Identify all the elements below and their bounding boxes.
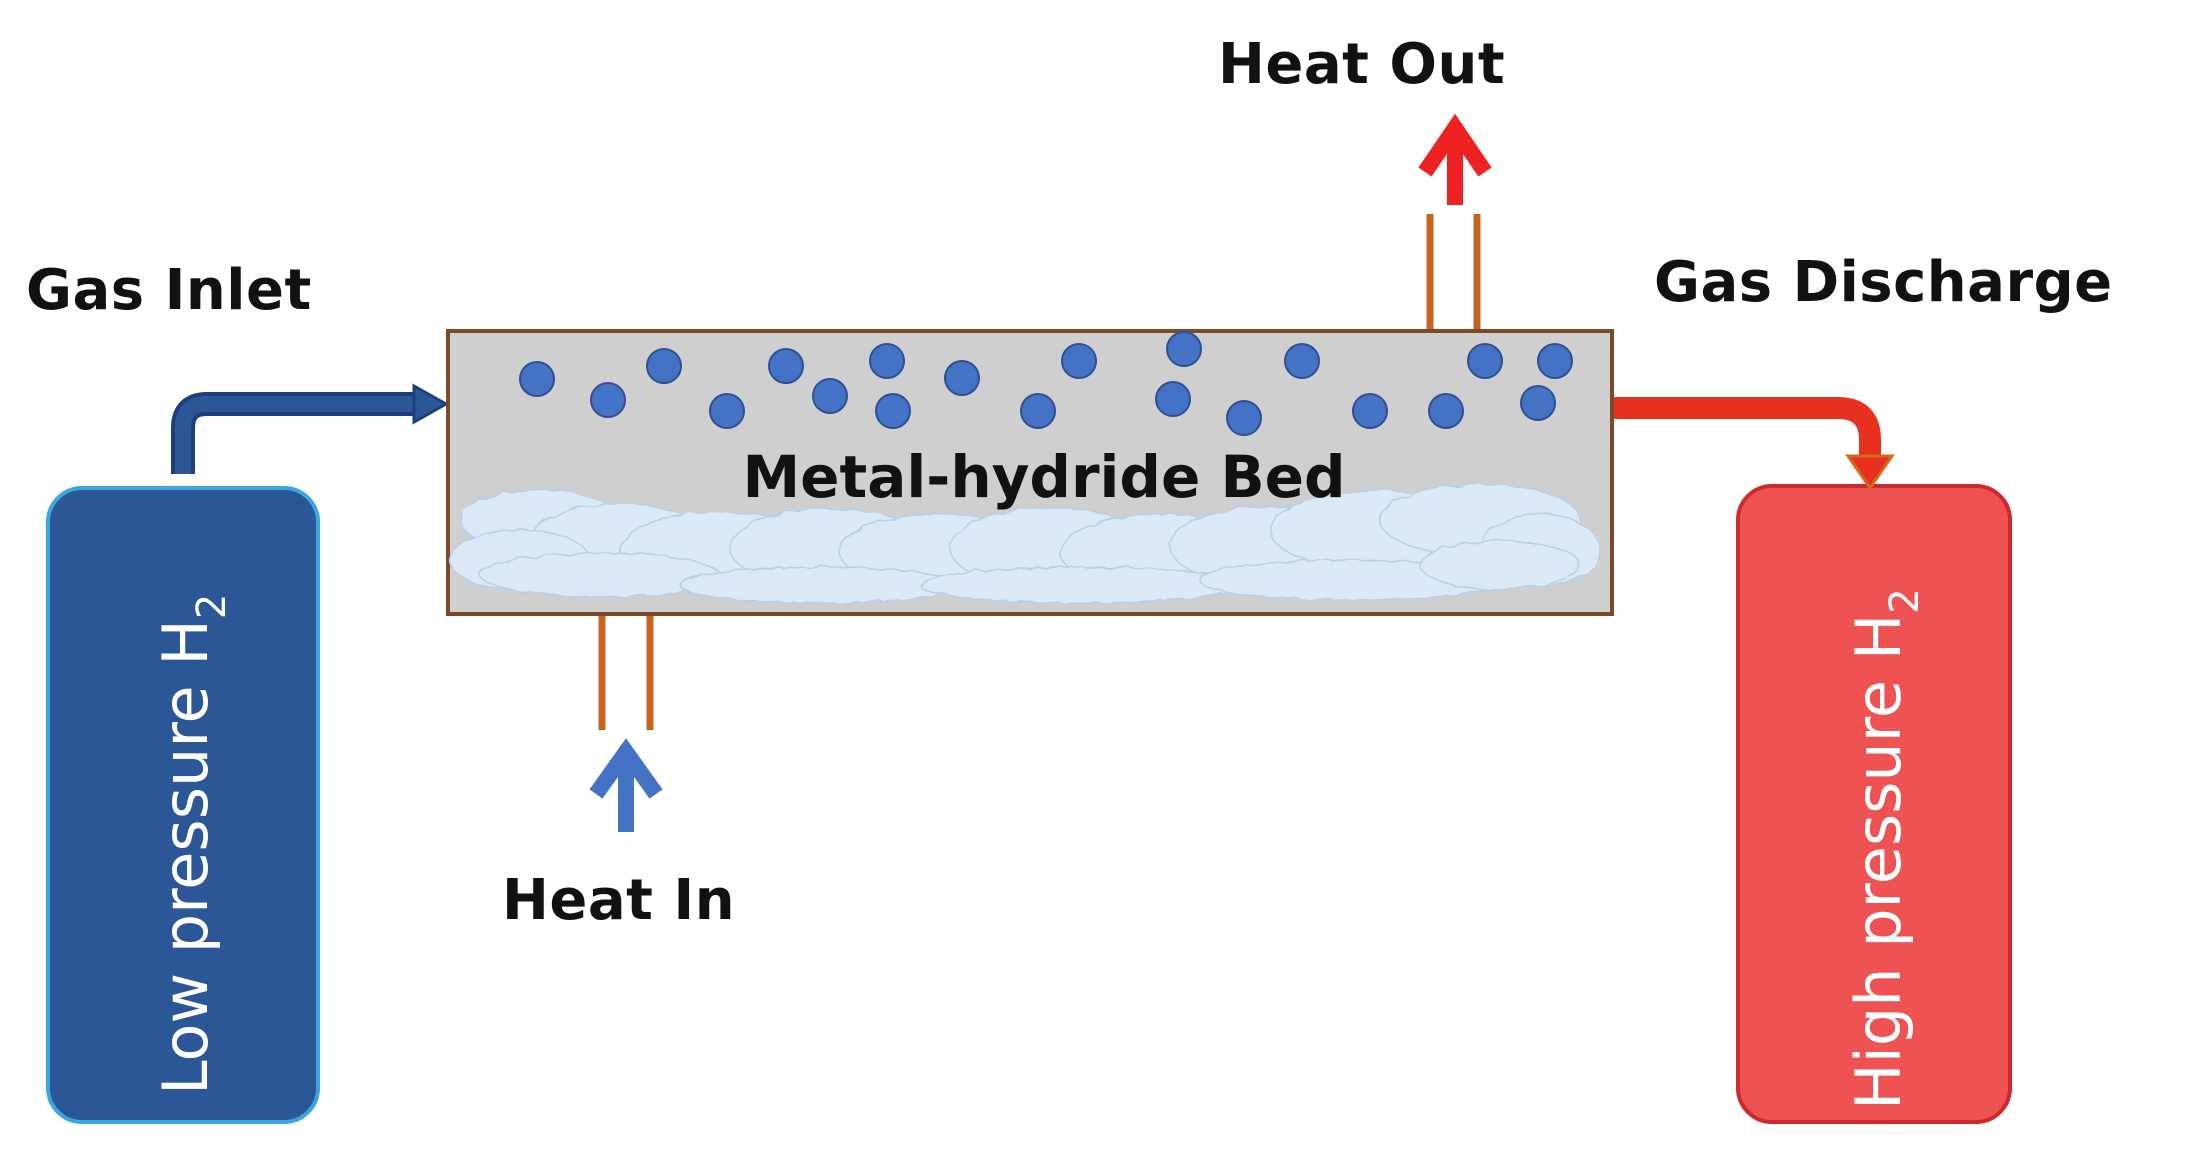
- gas-discharge-arrow: [1612, 397, 1895, 491]
- high-pressure-tank: High pressure H2: [1736, 484, 2012, 1124]
- heat-in-arrow: [589, 738, 663, 832]
- gas-inlet-label: Gas Inlet: [26, 258, 312, 323]
- gas-inlet-arrow: [171, 383, 450, 474]
- low-pressure-tank: Low pressure H2: [46, 486, 320, 1124]
- high-tank-label: High pressure H2: [1842, 588, 1928, 1110]
- metal-hydride-bed: Metal-hydride Bed: [446, 329, 1614, 616]
- heat-out-pipes: [1426, 214, 1481, 330]
- heat-out-label: Heat Out: [1218, 32, 1506, 97]
- heat-in-label: Heat In: [502, 868, 736, 933]
- bed-label: Metal-hydride Bed: [742, 443, 1345, 511]
- gas-discharge-label: Gas Discharge: [1654, 250, 2113, 315]
- low-tank-label: Low pressure H2: [149, 594, 235, 1095]
- heat-in-pipes: [598, 616, 654, 730]
- hydrogen-particles: [519, 331, 1573, 436]
- heat-out-arrow: [1418, 113, 1492, 205]
- hydride-layer: [449, 483, 1601, 604]
